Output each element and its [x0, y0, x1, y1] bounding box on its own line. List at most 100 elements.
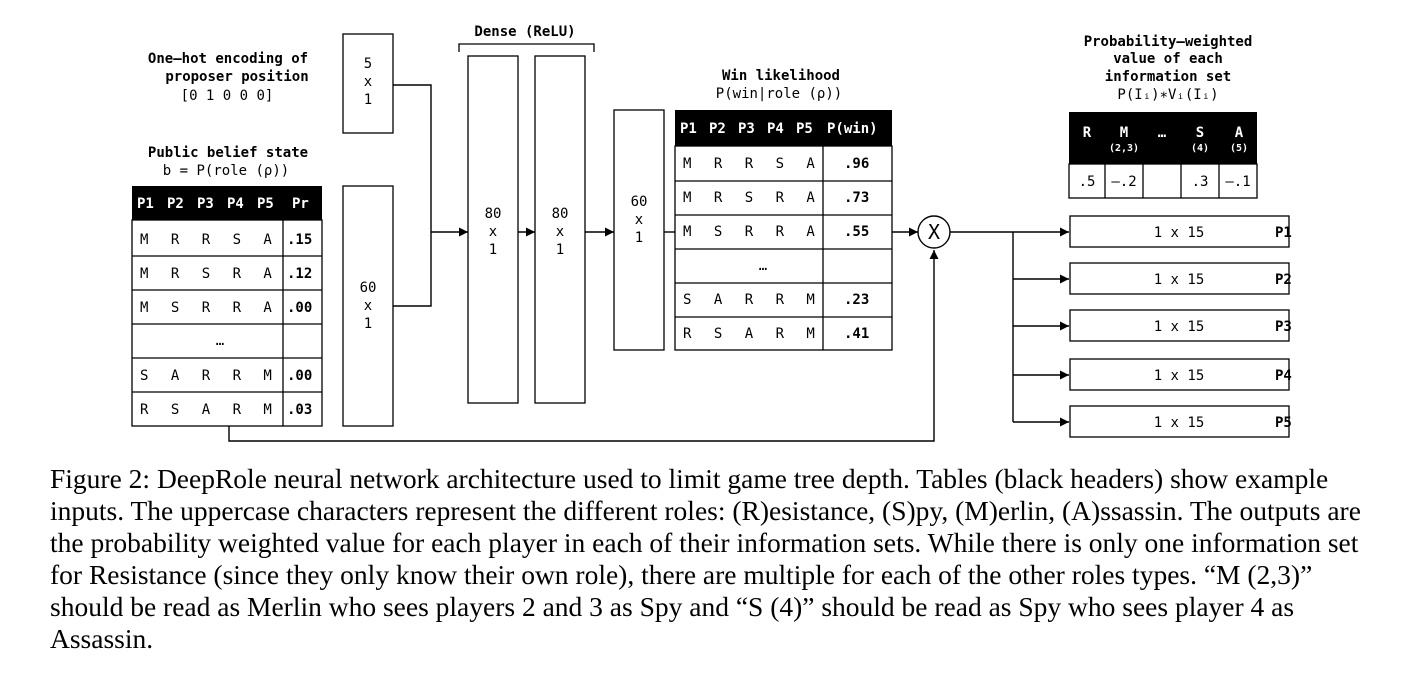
- dense1-dim: 80: [485, 206, 502, 222]
- output-box-p3: [1069, 309, 1290, 342]
- dense-relu-label: Dense (ReLU): [474, 24, 575, 40]
- hidden60-x: x: [635, 212, 643, 228]
- win-header-p4: P4: [767, 121, 784, 137]
- input-layer-60x1: [342, 185, 394, 427]
- value-table: R M (2,3) … S (4) A (5) .5 –.2 .3 –.1: [1068, 112, 1258, 199]
- belief-row-roles: M R S R A: [140, 266, 279, 282]
- value-header-ellipsis: …: [1158, 125, 1167, 141]
- dense-layer-2: [534, 55, 586, 404]
- belief-row-roles: M R R S A: [140, 232, 279, 248]
- belief-row-ellipsis: …: [216, 333, 224, 349]
- value-header-s: S: [1196, 125, 1204, 141]
- win-row-ellipsis: …: [759, 258, 767, 274]
- pw-title-line2: value of each: [1113, 51, 1223, 67]
- belief-header-p1: P1: [137, 196, 154, 212]
- win-table: P1 P2 P3 P4 P5 P(win) M R R S A .96 M R …: [674, 110, 893, 351]
- win-header-p5: P5: [796, 121, 813, 137]
- output-dim-p1: 1 x 15: [1154, 225, 1205, 241]
- belief-row-value: .12: [287, 266, 312, 282]
- output-player-label: P2: [1275, 272, 1292, 288]
- win-likelihood-formula: P(win|role (ρ)): [716, 86, 842, 102]
- output-dim-p4: 1 x 15: [1154, 368, 1205, 384]
- belief-row-value: .00: [287, 300, 312, 316]
- pw-formula: P(Iᵢ)∗Vᵢ(Iᵢ): [1117, 87, 1218, 103]
- win-row-roles: M R R S A: [683, 156, 822, 172]
- input5-connector: [393, 84, 432, 232]
- win-row-roles: R S A R M: [683, 326, 822, 342]
- belief-row-roles: R S A R M: [140, 402, 279, 418]
- belief-header-p5: P5: [257, 196, 274, 212]
- dense-layer-1: [467, 55, 519, 404]
- belief-row-value: .15: [287, 232, 312, 248]
- win-row-value: .96: [844, 156, 869, 172]
- win-header-p1: P1: [680, 121, 697, 137]
- output-box-p1: [1069, 215, 1290, 248]
- win-row-value: .73: [844, 190, 869, 206]
- input-layer-5x1: [342, 33, 394, 134]
- value-cell-r: .5: [1079, 174, 1096, 190]
- value-header-m: M: [1120, 125, 1128, 141]
- onehot-label-line3: [0 1 0 0 0]: [181, 88, 274, 104]
- pw-title-line1: Probability–weighted: [1084, 34, 1253, 50]
- figure-caption: Figure 2: DeepRole neural network archit…: [50, 463, 1361, 654]
- output-box-p5: [1069, 405, 1290, 438]
- win-row-value: .55: [844, 224, 869, 240]
- input5-x: x: [364, 74, 372, 90]
- value-header-s-sub: (4): [1191, 143, 1209, 154]
- onehot-label-line1: One–hot encoding of: [148, 51, 308, 67]
- input60-one: 1: [364, 316, 372, 332]
- belief-table: P1 P2 P3 P4 P5 Pr M R R S A .15 M R S R …: [131, 186, 323, 427]
- dense1-x: x: [489, 224, 497, 240]
- value-cell-s: .3: [1192, 174, 1209, 190]
- input5-dim: 5: [364, 56, 372, 72]
- output-dim-p2: 1 x 15: [1154, 272, 1205, 288]
- input60-x: x: [364, 298, 372, 314]
- dense2-x: x: [556, 224, 564, 240]
- win-header-p2: P2: [709, 121, 726, 137]
- onehot-label-line2: proposer position: [165, 69, 308, 85]
- belief-row-value: .03: [287, 402, 312, 418]
- output-player-p1: P1: [1275, 225, 1292, 241]
- belief-header-pr: Pr: [292, 196, 309, 212]
- dense2-dim: 80: [552, 206, 569, 222]
- value-cell-m: –.2: [1111, 174, 1136, 190]
- dense1-one: 1: [489, 242, 497, 258]
- win-row-roles: S A R R M: [683, 292, 822, 308]
- hidden60-one: 1: [635, 230, 643, 246]
- belief-row-roles: M S R R A: [140, 300, 279, 316]
- value-header-a: A: [1235, 125, 1244, 141]
- belief-state-title: Public belief state: [148, 145, 308, 161]
- win-header-pwin: P(win): [827, 121, 878, 137]
- input60-connector: [393, 232, 432, 307]
- belief-row-value: .00: [287, 368, 312, 384]
- input5-one: 1: [364, 92, 372, 108]
- win-likelihood-title: Win likelihood: [722, 68, 840, 84]
- value-header-m-sub: (2,3): [1109, 143, 1139, 154]
- value-header-r: R: [1083, 125, 1092, 141]
- skip-connection: [228, 250, 939, 442]
- belief-header-p4: P4: [227, 196, 244, 212]
- output-dim-p5: 1 x 15: [1154, 415, 1205, 431]
- output-box-p4: [1069, 358, 1290, 391]
- architecture-diagram: One–hot encoding of proposer position [0…: [131, 24, 1292, 442]
- belief-state-formula: b = P(role (ρ)): [163, 163, 289, 179]
- win-row-value: .23: [844, 292, 869, 308]
- output-player-label: P5: [1275, 415, 1292, 431]
- win-row-roles: M R S R A: [683, 190, 822, 206]
- belief-row-roles: S A R R M: [140, 368, 279, 384]
- win-row-value: .41: [844, 326, 869, 342]
- belief-header-p2: P2: [167, 196, 184, 212]
- output-player-label: P3: [1275, 319, 1292, 335]
- multiply-symbol: X: [928, 220, 940, 244]
- dense-bracket: [458, 43, 595, 52]
- win-row-roles: M S R R A: [683, 224, 822, 240]
- output-dim-p3: 1 x 15: [1154, 319, 1205, 335]
- value-cell-a: –.1: [1225, 174, 1250, 190]
- belief-header-p3: P3: [197, 196, 214, 212]
- output-box-p2: [1069, 262, 1290, 295]
- output-player-label: P4: [1275, 368, 1292, 384]
- pw-title-line3: information set: [1105, 69, 1231, 85]
- value-header-a-sub: (5): [1230, 143, 1248, 154]
- input60-dim: 60: [360, 280, 377, 296]
- hidden-layer-60x1: [613, 109, 665, 351]
